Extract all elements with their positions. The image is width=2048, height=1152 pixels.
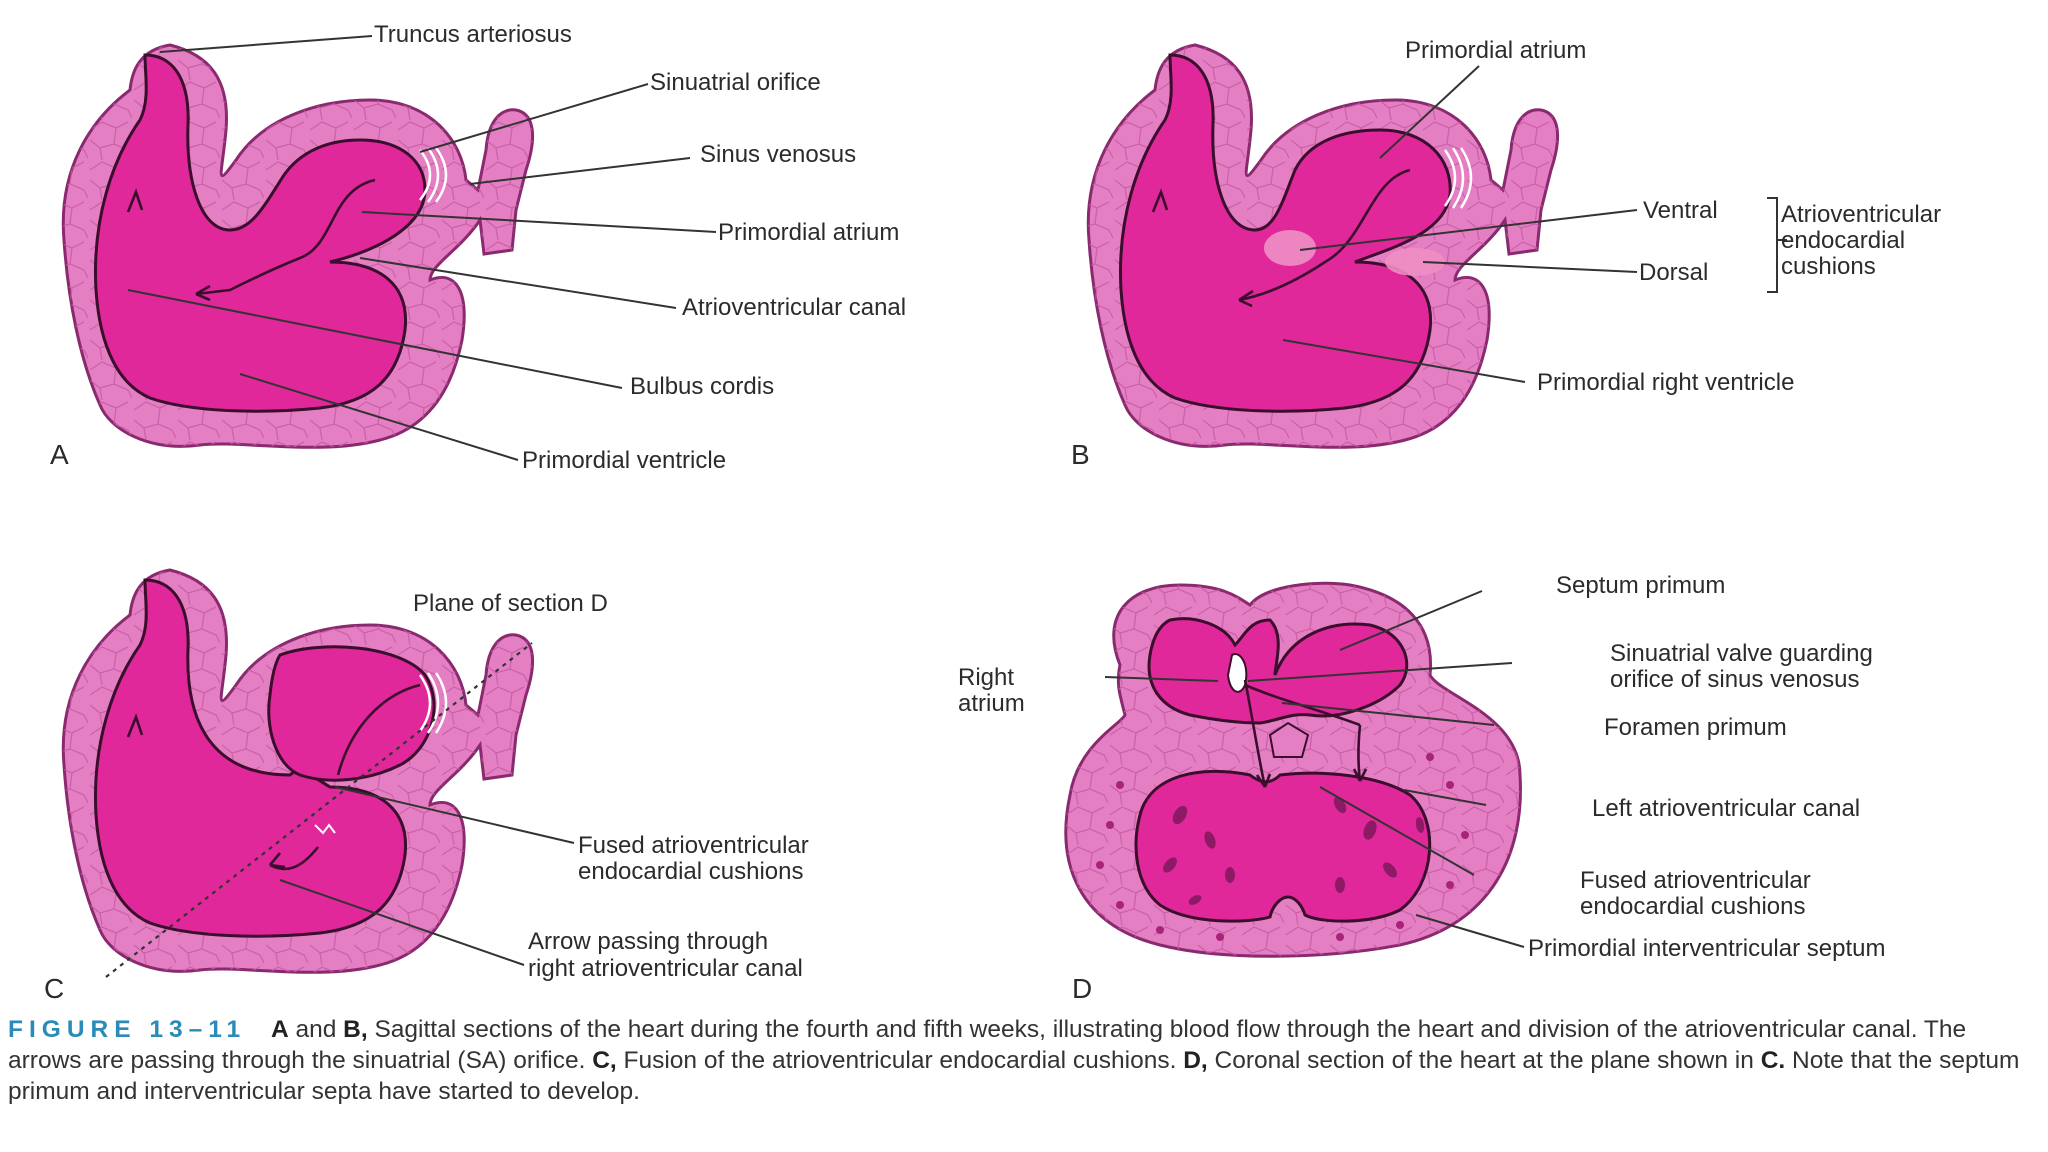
- caption-d: D,: [1183, 1047, 1208, 1074]
- panel-c: Plane of section D Fused atrioventricula…: [44, 568, 809, 1004]
- label-right-atrium-line2: atrium: [958, 690, 1025, 717]
- caption-text-3: Fusion of the atrioventricular endocardi…: [616, 1047, 1184, 1074]
- caption-b: B,: [343, 1016, 368, 1043]
- label-sinuatrial-valve-line2: orifice of sinus venosus: [1610, 666, 1859, 693]
- caption-c-ref: C.: [1760, 1047, 1786, 1074]
- label-fused-cushions-c-line2: endocardial cushions: [578, 858, 803, 885]
- caption-text-5: Note that the septum primum and interven…: [8, 1047, 2020, 1105]
- label-sinuatrial-orifice: Sinuatrial orifice: [650, 69, 821, 96]
- panel-b: Primordial atrium Ventral Dorsal Atriove…: [1071, 37, 1941, 470]
- label-sinuatrial-valve-line1: Sinuatrial valve guarding: [1610, 640, 1873, 667]
- label-primordial-ventricle: Primordial ventricle: [522, 447, 726, 474]
- label-truncus-arteriosus: Truncus arteriosus: [374, 21, 572, 48]
- heart-d-coronal: [1064, 581, 1522, 958]
- caption-a: A: [270, 1016, 289, 1043]
- label-foramen-primum: Foramen primum: [1604, 714, 1787, 741]
- caption-c: C,: [592, 1047, 617, 1074]
- caption-text-2: Sagittal sections of the heart during th…: [8, 1016, 1967, 1074]
- label-right-atrium-line1: Right: [958, 664, 1014, 691]
- label-fused-cushions-d-line1: Fused atrioventricular: [1580, 867, 1811, 894]
- label-sinus-venosus: Sinus venosus: [700, 141, 856, 168]
- panel-letter-c: C: [44, 973, 64, 1004]
- panel-d: Septum primum Right atrium Sinuatrial va…: [958, 572, 1885, 1004]
- label-av-cushions-line1: Atrioventricular: [1781, 201, 1941, 228]
- label-left-av-canal: Left atrioventricular canal: [1592, 795, 1860, 822]
- label-primordial-atrium-b: Primordial atrium: [1405, 37, 1586, 64]
- label-av-cushions-line2: endocardial: [1781, 227, 1905, 254]
- label-primordial-atrium-a: Primordial atrium: [718, 219, 899, 246]
- panel-letter-d: D: [1072, 973, 1092, 1004]
- label-av-cushions-line3: cushions: [1781, 253, 1876, 280]
- label-primordial-iv-septum: Primordial interventricular septum: [1528, 935, 1885, 962]
- figure-number: FIGURE 13–11: [8, 1016, 247, 1043]
- label-bulbus-cordis: Bulbus cordis: [630, 373, 774, 400]
- label-atrioventricular-canal: Atrioventricular canal: [682, 294, 906, 321]
- caption-text-1: and: [288, 1016, 344, 1043]
- caption-text-4: Coronal section of the heart at the plan…: [1207, 1047, 1761, 1074]
- label-dorsal: Dorsal: [1639, 259, 1708, 286]
- label-septum-primum: Septum primum: [1556, 572, 1725, 599]
- label-fused-cushions-c-line1: Fused atrioventricular: [578, 832, 809, 859]
- panel-a: Truncus arteriosus Sinuatrial orifice Si…: [50, 21, 906, 474]
- heart-b: [1086, 43, 1560, 449]
- label-ventral: Ventral: [1643, 197, 1718, 224]
- panel-letter-b: B: [1071, 439, 1090, 470]
- label-fused-cushions-d-line2: endocardial cushions: [1580, 893, 1805, 920]
- heart-a: [61, 43, 535, 449]
- heart-c: [61, 568, 535, 978]
- label-arrow-passing-line2: right atrioventricular canal: [528, 955, 803, 982]
- figure-caption: FIGURE 13–11 A and B, Sagittal sections …: [8, 1014, 2038, 1107]
- panel-letter-a: A: [50, 439, 69, 470]
- label-primordial-right-ventricle: Primordial right ventricle: [1537, 369, 1794, 396]
- label-arrow-passing-line1: Arrow passing through: [528, 928, 768, 955]
- label-plane-of-section-d: Plane of section D: [413, 590, 608, 617]
